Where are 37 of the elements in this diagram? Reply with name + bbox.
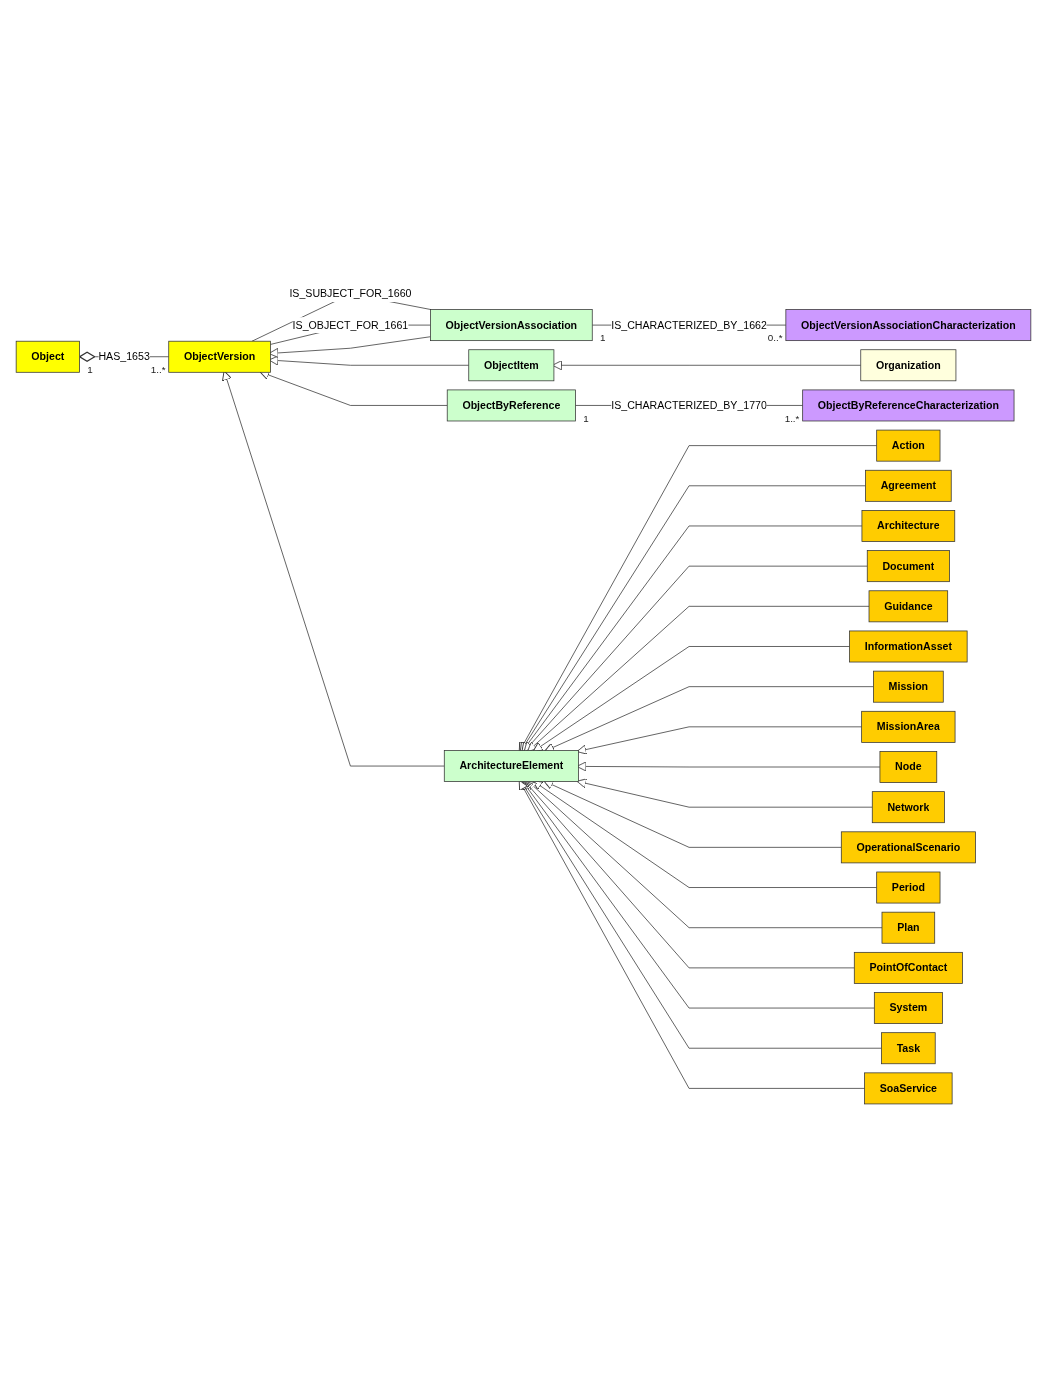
node-box: Plan — [881, 911, 936, 944]
node-box: ObjectByReferenceCharacterization — [802, 389, 1015, 422]
node-box: Mission — [873, 670, 944, 703]
multiplicity-label: 0..* — [767, 332, 783, 344]
node-box: Architecture — [861, 510, 956, 542]
node-box: MissionArea — [861, 710, 956, 743]
multiplicity-label: 1 — [600, 332, 606, 344]
node-box: Action — [876, 429, 941, 462]
node-box: InformationAsset — [849, 630, 968, 663]
node-box: Document — [866, 550, 950, 583]
node-box: Period — [876, 871, 941, 904]
multiplicity-label: 1..* — [784, 412, 800, 424]
edge-label: IS_CHARACTERIZED_BY_1770 — [611, 399, 767, 412]
multiplicity-label: 1 — [87, 364, 93, 376]
edge-label: IS_SUBJECT_FOR_1660 — [289, 287, 412, 300]
edge-label: IS_CHARACTERIZED_BY_1662 — [611, 318, 767, 331]
multiplicity-label: 1 — [583, 412, 589, 424]
node-box: SoaService — [864, 1072, 953, 1105]
node-box: Agreement — [865, 469, 952, 502]
node-box: PointOfContact — [853, 951, 963, 984]
node-box: ObjectVersion — [168, 340, 271, 373]
edge-label: HAS_1653 — [98, 350, 150, 363]
edge-label: IS_OBJECT_FOR_1661 — [292, 318, 409, 331]
node-box: ObjectItem — [468, 349, 555, 382]
node-box: ObjectByReference — [446, 389, 576, 422]
node-box: Task — [881, 1032, 936, 1065]
node-box: Guidance — [868, 590, 949, 623]
multiplicity-label: 1..* — [150, 364, 166, 376]
node-box: ObjectVersionAssociationCharacterization — [785, 309, 1032, 341]
node-box: ArchitectureElement — [443, 750, 579, 782]
node-box: Organization — [860, 349, 957, 382]
node-box: Network — [871, 791, 945, 824]
node-box: OperationalScenario — [840, 831, 976, 864]
node-box: ObjectVersionAssociation — [430, 309, 593, 341]
node-box: Node — [879, 751, 938, 783]
node-box: Object — [15, 340, 80, 373]
node-box: System — [873, 992, 943, 1024]
